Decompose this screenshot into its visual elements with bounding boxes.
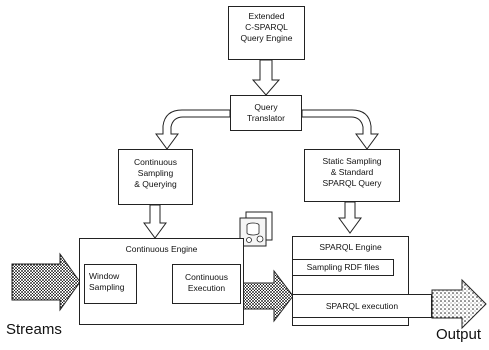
extended-engine-line-1: Extended [248,11,285,21]
engine-to-sparql-arrow [242,269,294,323]
sparql-execution-box: SPARQL execution [292,294,432,318]
arrow-translator-to-continuous [155,109,231,150]
output-arrow [431,278,487,330]
extended-cspq-engine-box: Extended C-SPARQL Query Engine [228,6,305,60]
window-sampling-box: Window Sampling [84,264,137,304]
continuous-execution-line-1: Continuous [184,272,228,282]
sampling-rdf-files-box: Sampling RDF files [292,259,394,276]
window-sampling-line-1: Window [89,271,120,281]
static-sampling-line-1: Static Sampling [322,156,382,166]
arrow-engine-to-translator [251,59,281,96]
continuous-sampling-box: Continuous Sampling & Querying [118,149,193,205]
sampling-rdf-files-label: Sampling RDF files [306,262,380,272]
static-sampling-line-3: SPARQL Query [322,178,382,188]
streams-arrow [11,252,81,312]
static-sampling-line-2: & Standard [330,167,374,177]
sparql-engine-title: SPARQL Engine [319,242,382,252]
extended-engine-line-3: Query Engine [240,33,293,43]
continuous-execution-box: Continuous Execution [172,264,241,304]
database-icon [239,211,273,247]
continuous-sampling-line-3: & Querying [134,179,177,189]
continuous-sampling-line-2: Sampling [137,168,174,178]
continuous-execution-line-2: Execution [187,283,226,293]
query-translator-box: Query Translator [230,95,302,131]
arrow-static-to-sparql [338,201,362,234]
continuous-sampling-line-1: Continuous [133,157,177,167]
query-translator-line-1: Query [254,102,278,112]
window-sampling-line-2: Sampling [89,282,125,292]
streams-label: Streams [6,321,62,338]
arrow-translator-to-static [301,109,379,150]
static-sampling-box: Static Sampling & Standard SPARQL Query [304,149,400,202]
output-label: Output [436,326,482,343]
arrow-continuous-to-engine [143,204,167,239]
sparql-execution-label: SPARQL execution [325,301,399,311]
query-translator-line-2: Translator [247,113,285,123]
continuous-engine-title: Continuous Engine [125,244,198,254]
extended-engine-line-2: C-SPARQL [245,22,288,32]
